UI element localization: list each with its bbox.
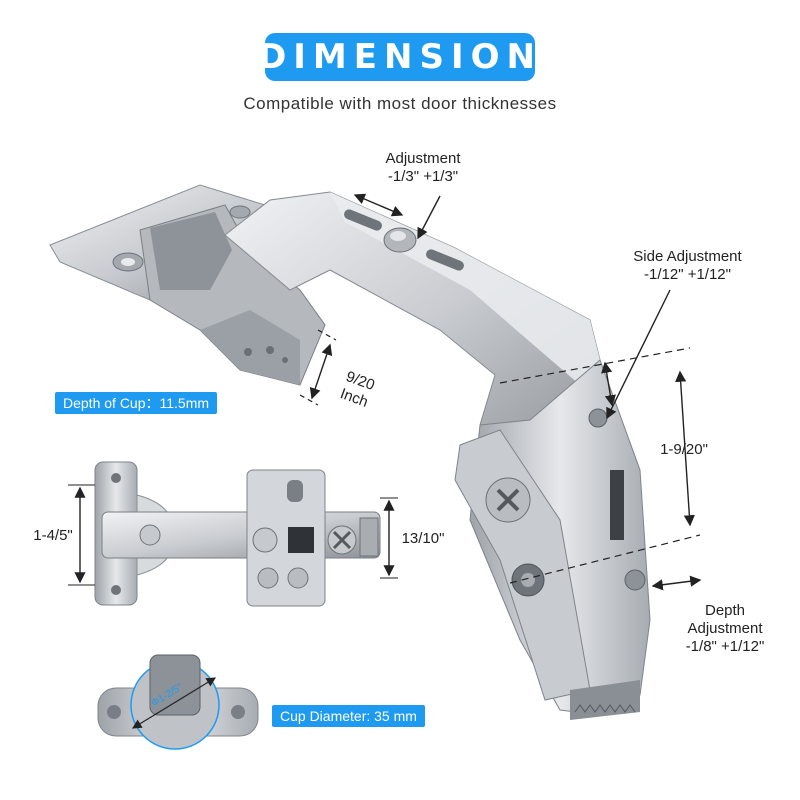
hinge-offset-dimension [499, 347, 701, 584]
depth-of-cup-label: Depth of Cup：11.5mm [55, 392, 218, 414]
page-subtitle: Compatible with most door thicknesses [243, 94, 557, 113]
adjustment-title: Adjustment [385, 150, 461, 167]
cup-depth-arrow [299, 329, 337, 406]
adjustment-range: -1/3" +1/3" [387, 168, 459, 185]
depth-adjustment-title-2: Adjustment [687, 620, 763, 637]
depth-adjustment-callout: Depth Adjustment -1/8" +1/12" [660, 602, 790, 656]
main-hinge [49, 184, 651, 720]
flat-hinge [94, 461, 381, 607]
depth-adjustment-title-1: Depth [704, 602, 746, 619]
depth-adjustment-arrows [651, 575, 702, 591]
cup-detail [97, 654, 259, 750]
side-adjustment-title: Side Adjustment [633, 248, 742, 265]
title-badge: DIMENSION [258, 33, 535, 81]
side-adjustment-arrows [601, 289, 671, 420]
flat-hinge-dimensions [68, 484, 398, 586]
depth-adjustment-range: -1/8" +1/12" [685, 638, 765, 655]
hinge-offset-label: 1-9/20" [660, 441, 708, 458]
cup-diameter-label: Cup Diameter: 35 mm [272, 705, 425, 727]
plate-height-label: 1-4/5" [33, 527, 73, 544]
side-adjustment-range: -1/12" +1/12" [644, 266, 731, 283]
page-title: DIMENSION [258, 37, 542, 77]
arm-height-label: 13/10" [401, 530, 445, 547]
adjustment-arrows [353, 193, 441, 240]
adjustment-callout: Adjustment -1/3" +1/3" [343, 150, 503, 186]
side-adjustment-callout: Side Adjustment -1/12" +1/12" [600, 248, 775, 284]
